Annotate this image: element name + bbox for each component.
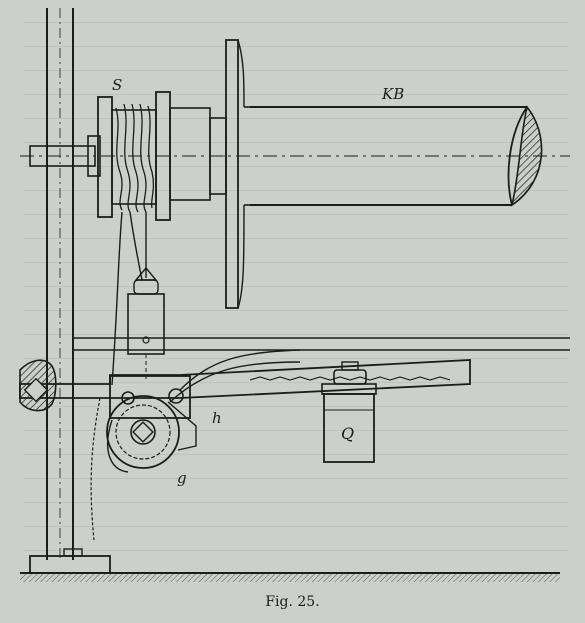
- ropes: [111, 211, 147, 386]
- flange-disc: [225, 39, 250, 309]
- support-strut: [90, 397, 101, 541]
- shaft-label: KB: [381, 85, 404, 103]
- weight-label: Q: [341, 424, 354, 443]
- ground: [20, 572, 560, 582]
- main-shaft: [250, 105, 543, 207]
- gear-bracket: [106, 375, 197, 473]
- gear-label: g: [177, 469, 187, 487]
- stub-shaft: [29, 135, 101, 177]
- hanging-block: [127, 266, 165, 380]
- spool-label: S: [112, 76, 122, 94]
- frame-post: [29, 8, 111, 574]
- sliding-weight: [321, 361, 377, 463]
- figure-caption: Fig. 25.: [265, 594, 320, 610]
- lever-label: h: [212, 409, 222, 427]
- toothed-lever: [19, 359, 471, 412]
